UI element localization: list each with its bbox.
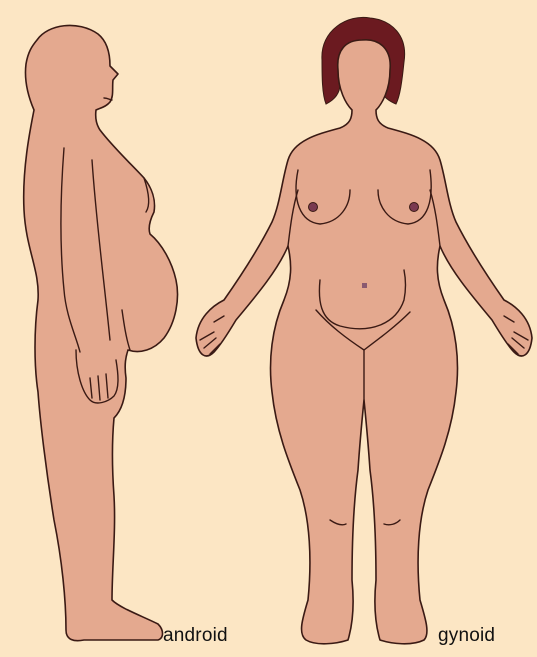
gynoid-nipple-left <box>309 203 318 212</box>
gynoid-figure <box>196 17 532 643</box>
android-label: android <box>163 625 228 647</box>
gynoid-body-silhouette <box>196 40 532 644</box>
android-body-silhouette <box>24 25 178 640</box>
gynoid-label: gynoid <box>438 625 495 647</box>
gynoid-navel <box>362 283 367 288</box>
android-figure <box>24 25 178 640</box>
gynoid-nipple-right <box>410 203 419 212</box>
